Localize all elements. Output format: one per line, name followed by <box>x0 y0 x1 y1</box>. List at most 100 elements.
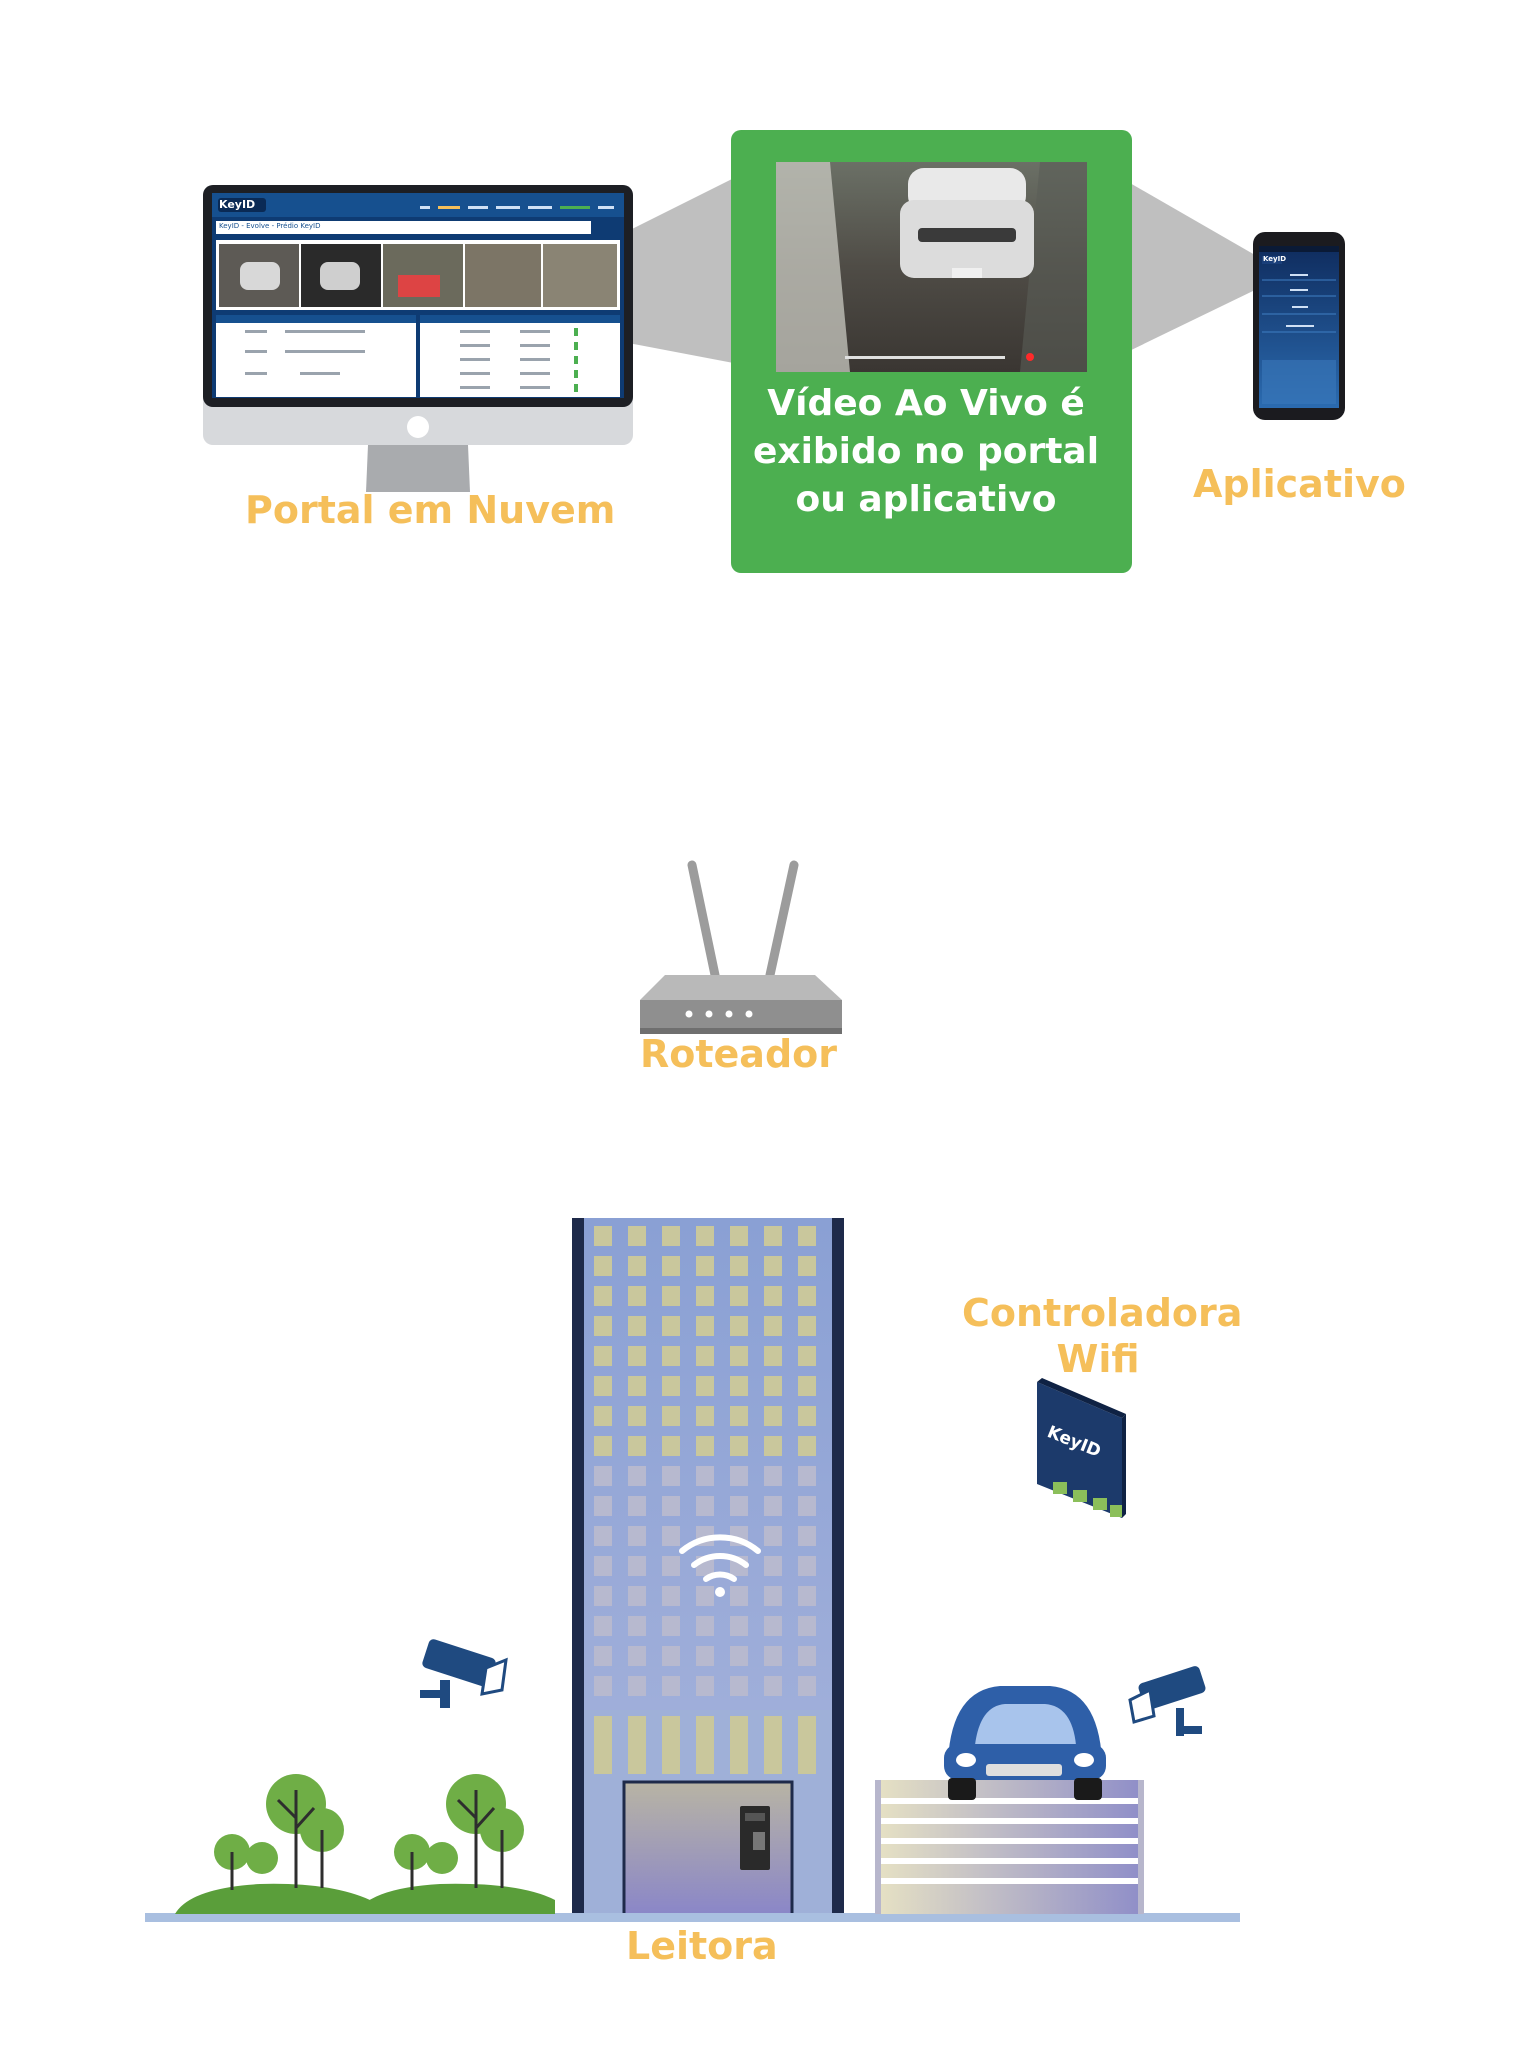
building-window <box>764 1496 782 1516</box>
building-window <box>662 1256 680 1276</box>
building-window <box>628 1316 646 1336</box>
building-window <box>594 1406 612 1426</box>
building-window <box>798 1556 816 1576</box>
car-icon <box>944 1686 1106 1800</box>
building-window <box>594 1226 612 1246</box>
controller-label: Controladora Wifi <box>962 1291 1243 1381</box>
building-window <box>730 1226 748 1246</box>
building-window <box>594 1526 612 1546</box>
building-window <box>764 1586 782 1606</box>
building-windows <box>594 1226 816 1696</box>
building-window <box>730 1496 748 1516</box>
wifi-icon <box>679 1534 761 1582</box>
building-window <box>662 1406 680 1426</box>
building-window <box>798 1436 816 1456</box>
building-window <box>594 1586 612 1606</box>
building-window <box>628 1346 646 1366</box>
building-lower-window <box>798 1716 816 1774</box>
building-lower-window <box>594 1716 612 1774</box>
building-window <box>628 1676 646 1696</box>
building-window <box>730 1466 748 1486</box>
building-window <box>662 1646 680 1666</box>
building-window <box>764 1466 782 1486</box>
building-window <box>764 1676 782 1696</box>
building-lower-window <box>628 1716 646 1774</box>
building-window <box>662 1496 680 1516</box>
building-window <box>594 1616 612 1636</box>
router-label: Roteador <box>640 1032 837 1076</box>
building-window <box>730 1316 748 1336</box>
building-window <box>628 1616 646 1636</box>
building-window <box>628 1436 646 1456</box>
building-window <box>628 1466 646 1486</box>
building-window <box>594 1316 612 1336</box>
building-window <box>628 1526 646 1546</box>
building-window <box>696 1406 714 1426</box>
building-window <box>798 1286 816 1306</box>
building-window <box>628 1586 646 1606</box>
building-window <box>798 1466 816 1486</box>
building-window <box>798 1406 816 1426</box>
building-window <box>696 1346 714 1366</box>
building-window <box>798 1646 816 1666</box>
monitor-breadcrumb: KeyID - Evolve - Prédio KeyID <box>219 222 321 230</box>
building-window <box>594 1496 612 1516</box>
building-window <box>662 1526 680 1546</box>
building-window <box>798 1226 816 1246</box>
building-window <box>662 1436 680 1456</box>
phone-logo: KeyID <box>1263 255 1287 263</box>
building-window <box>662 1376 680 1396</box>
building-window <box>730 1376 748 1396</box>
building-window <box>696 1676 714 1696</box>
building-window <box>696 1256 714 1276</box>
live-video-caption: Vídeo Ao Vivo é exibido no portal ou apl… <box>752 383 1100 520</box>
building-window <box>662 1466 680 1486</box>
building-window <box>696 1466 714 1486</box>
building-window <box>730 1286 748 1306</box>
ground-line <box>145 1913 1240 1922</box>
building-window <box>798 1616 816 1636</box>
card-reader-icon <box>740 1806 770 1870</box>
security-camera-left-icon <box>420 1639 508 1708</box>
monitor-logo: KeyID <box>219 198 256 211</box>
building-window <box>628 1406 646 1426</box>
building-window <box>628 1496 646 1516</box>
app-label: Aplicativo <box>1193 462 1406 506</box>
building-window <box>662 1346 680 1366</box>
building-window <box>662 1556 680 1576</box>
building-window <box>730 1436 748 1456</box>
building-window <box>798 1586 816 1606</box>
building-window <box>696 1226 714 1246</box>
building-window <box>594 1646 612 1666</box>
building-window <box>594 1376 612 1396</box>
building-illustration <box>572 1218 844 1917</box>
building-window <box>798 1346 816 1366</box>
building-window <box>628 1646 646 1666</box>
building-window <box>764 1616 782 1636</box>
building-window <box>628 1286 646 1306</box>
building-window <box>696 1496 714 1516</box>
reader-label: Leitora <box>626 1924 778 1968</box>
building-window <box>730 1616 748 1636</box>
building-window <box>764 1226 782 1246</box>
building-window <box>798 1526 816 1546</box>
building-window <box>594 1346 612 1366</box>
building-window <box>662 1316 680 1336</box>
building-window <box>628 1556 646 1576</box>
building-window <box>764 1256 782 1276</box>
building-window <box>730 1256 748 1276</box>
wifi-controller-device <box>1037 1378 1126 1518</box>
building-window <box>798 1256 816 1276</box>
building-window <box>798 1496 816 1516</box>
building-window <box>696 1436 714 1456</box>
building-window <box>764 1406 782 1426</box>
building-window <box>696 1376 714 1396</box>
monitor-illustration <box>203 185 633 492</box>
gate-illustration <box>875 1780 1144 1914</box>
building-window <box>730 1646 748 1666</box>
building-window <box>662 1586 680 1606</box>
router-icon <box>640 860 842 1034</box>
building-window <box>594 1466 612 1486</box>
building-window <box>730 1406 748 1426</box>
building-window <box>730 1346 748 1366</box>
